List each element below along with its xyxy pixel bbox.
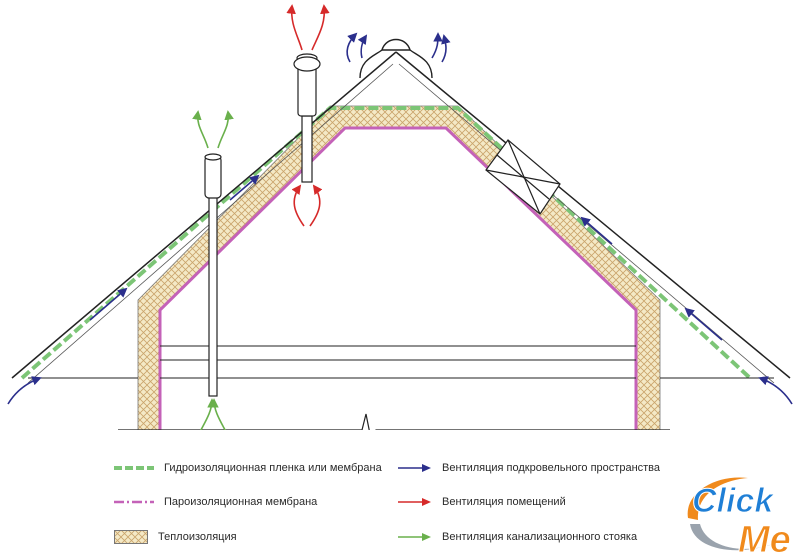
- logo-text-me: Me: [738, 519, 791, 556]
- legend-swatch-insulation: [114, 530, 148, 544]
- legend-vapor: Пароизоляционная мембрана: [114, 492, 317, 512]
- legend-arrow-red-icon: [398, 498, 431, 506]
- legend-sewer-vent: Вентиляция канализационного стояка: [398, 527, 637, 547]
- sewer-vent-arrows: [192, 110, 234, 430]
- legend-label-insulation: Теплоизоляция: [158, 531, 237, 543]
- ceiling-joists: [28, 345, 774, 379]
- roof-slope-left: [11, 51, 397, 379]
- roof-vent-arrows: [7, 32, 793, 405]
- roof-slope-right: [395, 51, 791, 379]
- legend-label-sewer-vent: Вентиляция канализационного стояка: [442, 531, 638, 543]
- roof-window: [485, 139, 561, 215]
- vapor-membrane: [158, 126, 638, 430]
- legend-label-roof-vent: Вентиляция подкровельного пространства: [442, 462, 661, 474]
- legend-label-room-vent: Вентиляция помещений: [442, 496, 566, 508]
- waterproof-membrane: [20, 106, 752, 380]
- logo-text-click: Click: [692, 482, 775, 520]
- floor-line: [118, 413, 670, 430]
- attic-roof-ventilation-diagram: [7, 4, 793, 430]
- legend-label-waterproof: Гидроизоляционная пленка или мембрана: [164, 462, 382, 474]
- legend-label-vapor: Пароизоляционная мембрана: [164, 496, 318, 508]
- legend-arrow-blue-icon: [398, 464, 431, 472]
- sewer-vent-pipe: [204, 153, 222, 397]
- legend-waterproof: Гидроизоляционная пленка или мембрана: [114, 458, 382, 478]
- room-vent-arrows: [286, 4, 330, 227]
- legend-arrow-green-icon: [398, 533, 431, 541]
- legend-swatch-waterproof: [114, 466, 154, 470]
- legend-roof-vent: Вентиляция подкровельного пространства: [398, 458, 660, 478]
- legend-swatch-vapor: [114, 500, 154, 504]
- clickme-logo: Click Me: [687, 477, 791, 556]
- legend-insulation: Теплоизоляция: [114, 527, 237, 547]
- room-vent-pipe: [293, 53, 321, 183]
- legend-room-vent: Вентиляция помещений: [398, 492, 566, 512]
